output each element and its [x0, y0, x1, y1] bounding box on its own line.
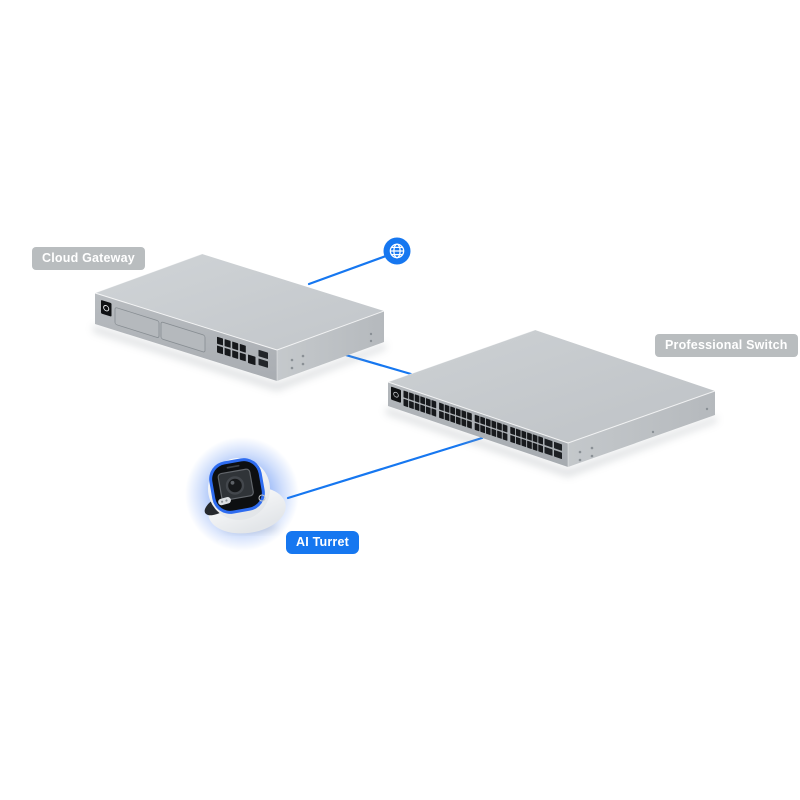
- port: [414, 394, 420, 403]
- switch-power-icon: [393, 391, 399, 398]
- port: [403, 390, 409, 399]
- port: [239, 352, 246, 362]
- port: [538, 444, 544, 453]
- port: [450, 406, 455, 415]
- port: [444, 404, 450, 413]
- port: [455, 408, 461, 417]
- port: [425, 398, 431, 407]
- port: [480, 424, 486, 434]
- switch-shadow: [386, 407, 717, 477]
- port: [425, 406, 431, 415]
- connection-internet-gateway: [307, 250, 399, 286]
- port: [248, 354, 256, 366]
- port: [532, 434, 538, 443]
- port: [515, 428, 521, 437]
- port: [461, 418, 467, 427]
- port: [521, 430, 527, 439]
- cloud-gateway-device[interactable]: [93, 253, 386, 391]
- port: [431, 408, 437, 417]
- globe-glyph: [389, 243, 405, 259]
- switch-top-face: [388, 330, 715, 443]
- port: [403, 398, 409, 408]
- ai-turret-label[interactable]: AI Turret: [286, 531, 359, 554]
- port: [239, 343, 246, 353]
- port: [521, 438, 527, 448]
- professional-switch-label[interactable]: Professional Switch: [655, 334, 798, 357]
- gateway-edge-highlights: [94, 253, 385, 381]
- port: [474, 414, 480, 423]
- gateway-shadow: [93, 325, 386, 391]
- port: [258, 358, 268, 368]
- port: [497, 422, 502, 431]
- port: [538, 436, 544, 445]
- port: [258, 349, 268, 360]
- professional-switch-device[interactable]: [386, 329, 717, 477]
- switch-screws: [578, 407, 709, 462]
- port: [491, 428, 497, 437]
- port: [491, 420, 497, 429]
- port: [510, 426, 516, 435]
- port: [232, 341, 239, 351]
- port: [232, 350, 239, 359]
- port: [527, 432, 532, 441]
- port: [444, 412, 450, 422]
- camera-led-dot: [221, 500, 224, 503]
- port: [554, 450, 562, 460]
- switch-side-face: [568, 391, 715, 467]
- port: [455, 416, 461, 425]
- connection-switch-camera: [286, 436, 484, 500]
- ai-turret-camera[interactable]: [185, 437, 299, 551]
- port: [409, 400, 414, 410]
- port: [420, 404, 425, 413]
- port: [217, 345, 223, 355]
- port: [467, 412, 472, 421]
- camera-lens-highlight: [230, 480, 235, 485]
- port: [450, 414, 455, 423]
- port: [409, 392, 414, 401]
- port: [510, 435, 516, 444]
- port: [515, 436, 521, 446]
- port: [439, 410, 444, 420]
- switch-display: [391, 386, 401, 403]
- port: [467, 420, 472, 429]
- gateway-screws: [290, 332, 373, 370]
- port: [527, 440, 532, 449]
- port: [554, 441, 562, 451]
- port: [544, 446, 553, 456]
- gateway-power-icon: [103, 305, 110, 312]
- camera-logo-mark: [226, 464, 240, 469]
- camera-lens: [225, 476, 245, 495]
- port: [461, 410, 467, 419]
- port: [485, 426, 491, 436]
- port: [224, 347, 231, 357]
- port: [114, 307, 160, 338]
- camera-led-dot: [225, 499, 228, 502]
- cloud-gateway-label[interactable]: Cloud Gateway: [32, 247, 145, 270]
- gateway-display: [101, 300, 112, 317]
- port: [439, 402, 444, 411]
- port: [544, 438, 553, 448]
- port: [420, 396, 425, 405]
- port: [480, 416, 486, 425]
- port: [485, 418, 491, 427]
- gateway-top-face: [95, 254, 384, 350]
- switch-edge-highlights: [387, 329, 716, 467]
- port: [502, 432, 508, 441]
- camera-led-pill: [218, 497, 231, 506]
- camera-body-logo: [258, 494, 266, 502]
- port: [474, 423, 480, 432]
- port: [497, 430, 502, 439]
- port: [217, 336, 223, 346]
- internet-globe-icon[interactable]: [383, 237, 411, 265]
- gateway-front-panel: [101, 300, 268, 368]
- port: [431, 400, 437, 409]
- port: [414, 402, 420, 411]
- switch-front-panel: [391, 386, 562, 460]
- port: [502, 424, 508, 433]
- port: [532, 442, 538, 451]
- port: [160, 321, 206, 353]
- port: [224, 339, 231, 348]
